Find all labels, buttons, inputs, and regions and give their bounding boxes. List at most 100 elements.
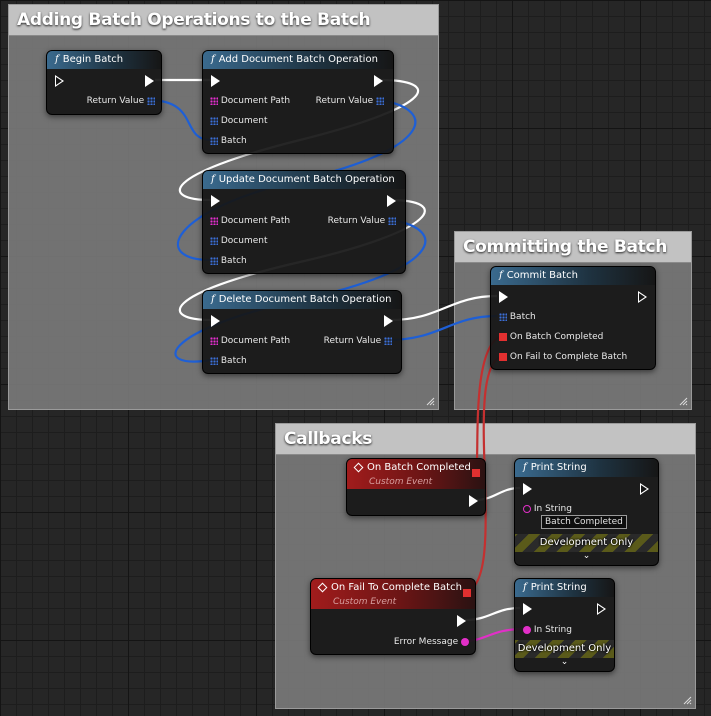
event-icon (353, 462, 364, 472)
in-string-row: In String (523, 503, 572, 515)
exec-out-pin[interactable] (387, 195, 396, 207)
pin-label: Document Path (220, 216, 291, 226)
exec-out-pin[interactable] (145, 75, 154, 87)
struct-pin-icon[interactable] (499, 312, 507, 321)
struct-pin-icon[interactable] (210, 256, 218, 265)
function-icon: f (211, 54, 215, 65)
document-row: Document (210, 235, 268, 247)
in-string-input[interactable]: Batch Completed (541, 515, 627, 529)
batch-row: Batch (499, 311, 536, 323)
delegate-pin-icon[interactable] (499, 332, 507, 341)
string-array-pin-icon[interactable] (210, 336, 218, 345)
pin-label: Document (220, 236, 268, 246)
document-row: Document (210, 115, 268, 127)
string-pin-icon[interactable] (523, 625, 531, 634)
struct-pin-icon[interactable] (210, 136, 218, 145)
expand-chevron-icon[interactable]: ⌄ (582, 551, 591, 561)
expand-chevron-icon[interactable]: ⌄ (560, 657, 569, 667)
pin-label: Batch (220, 356, 247, 366)
pin-label: Document (220, 116, 268, 126)
function-icon: f (211, 174, 215, 185)
pin-label: Return Value (315, 96, 374, 106)
exec-out-pin[interactable] (597, 603, 606, 615)
pin-label: Return Value (323, 336, 382, 346)
batch-row: Batch (210, 135, 247, 147)
pin-label: Batch (509, 312, 536, 322)
development-only-bar: Development Only (515, 640, 614, 658)
node-event-on-batch-completed[interactable]: On Batch Completed Custom Event (346, 458, 486, 516)
on-fail-row: On Fail to Complete Batch (499, 351, 627, 363)
resize-grip-icon[interactable] (682, 695, 692, 705)
struct-pin-icon[interactable] (147, 96, 155, 105)
struct-pin-icon[interactable] (376, 96, 384, 105)
resize-grip-icon[interactable] (425, 396, 435, 406)
batch-row: Batch (210, 355, 247, 367)
node-title: Commit Batch (506, 270, 578, 281)
exec-in-pin[interactable] (55, 75, 64, 87)
batch-row: Batch (210, 255, 247, 267)
pin-label: In String (533, 504, 572, 514)
exec-in-pin[interactable] (211, 75, 220, 87)
delegate-pin-icon[interactable] (472, 469, 480, 477)
return-value-row: Return Value (316, 95, 384, 107)
string-pin-icon[interactable] (461, 637, 469, 646)
node-title: Begin Batch (62, 54, 124, 65)
delegate-pin-icon[interactable] (463, 589, 471, 597)
function-icon: f (523, 462, 527, 473)
pin-label: Error Message (393, 637, 459, 647)
node-title: Delete Document Batch Operation (218, 294, 392, 305)
pin-label: Document Path (220, 96, 291, 106)
exec-in-pin[interactable] (523, 483, 532, 495)
exec-in-pin[interactable] (211, 315, 220, 327)
string-array-pin-icon[interactable] (210, 216, 218, 225)
pin-label: Batch (220, 136, 247, 146)
delegate-pin-icon[interactable] (499, 352, 507, 361)
node-title: On Batch Completed (367, 462, 471, 473)
return-value-row: Return Value (87, 95, 155, 107)
pin-label: Batch (220, 256, 247, 266)
struct-pin-icon[interactable] (384, 336, 392, 345)
exec-out-pin[interactable] (640, 483, 649, 495)
pin-label: On Fail to Complete Batch (509, 352, 628, 362)
node-event-on-fail-to-complete-batch[interactable]: On Fail To Complete Batch Custom Event E… (310, 578, 476, 655)
pin-label: Return Value (327, 216, 386, 226)
node-header: On Batch Completed Custom Event (347, 459, 485, 489)
string-array-pin-icon[interactable] (210, 96, 218, 105)
exec-out-pin[interactable] (384, 315, 393, 327)
exec-in-pin[interactable] (523, 603, 532, 615)
exec-out-pin[interactable] (469, 495, 478, 507)
struct-pin-icon[interactable] (210, 236, 218, 245)
node-title: Add Document Batch Operation (218, 54, 378, 65)
on-batch-completed-row: On Batch Completed (499, 331, 603, 343)
node-title: Print String (530, 582, 587, 593)
node-header: On Fail To Complete Batch Custom Event (311, 579, 475, 609)
struct-pin-icon[interactable] (210, 356, 218, 365)
node-subtitle: Custom Event (369, 477, 433, 487)
string-pin-icon[interactable] (523, 504, 531, 513)
exec-in-pin[interactable] (499, 291, 508, 303)
exec-out-pin[interactable] (457, 615, 466, 627)
comment-title: Callbacks (276, 424, 695, 455)
function-icon: f (55, 54, 59, 65)
struct-pin-icon[interactable] (388, 216, 396, 225)
exec-out-pin[interactable] (374, 75, 383, 87)
struct-pin-icon[interactable] (210, 116, 218, 125)
node-title: Print String (530, 462, 587, 473)
in-string-row: In String (523, 624, 572, 636)
node-title: Update Document Batch Operation (218, 174, 395, 185)
comment-title: Committing the Batch (455, 232, 691, 263)
exec-in-pin[interactable] (211, 195, 220, 207)
event-icon (317, 582, 328, 592)
function-icon: f (499, 270, 503, 281)
resize-grip-icon[interactable] (678, 396, 688, 406)
exec-out-pin[interactable] (638, 291, 647, 303)
